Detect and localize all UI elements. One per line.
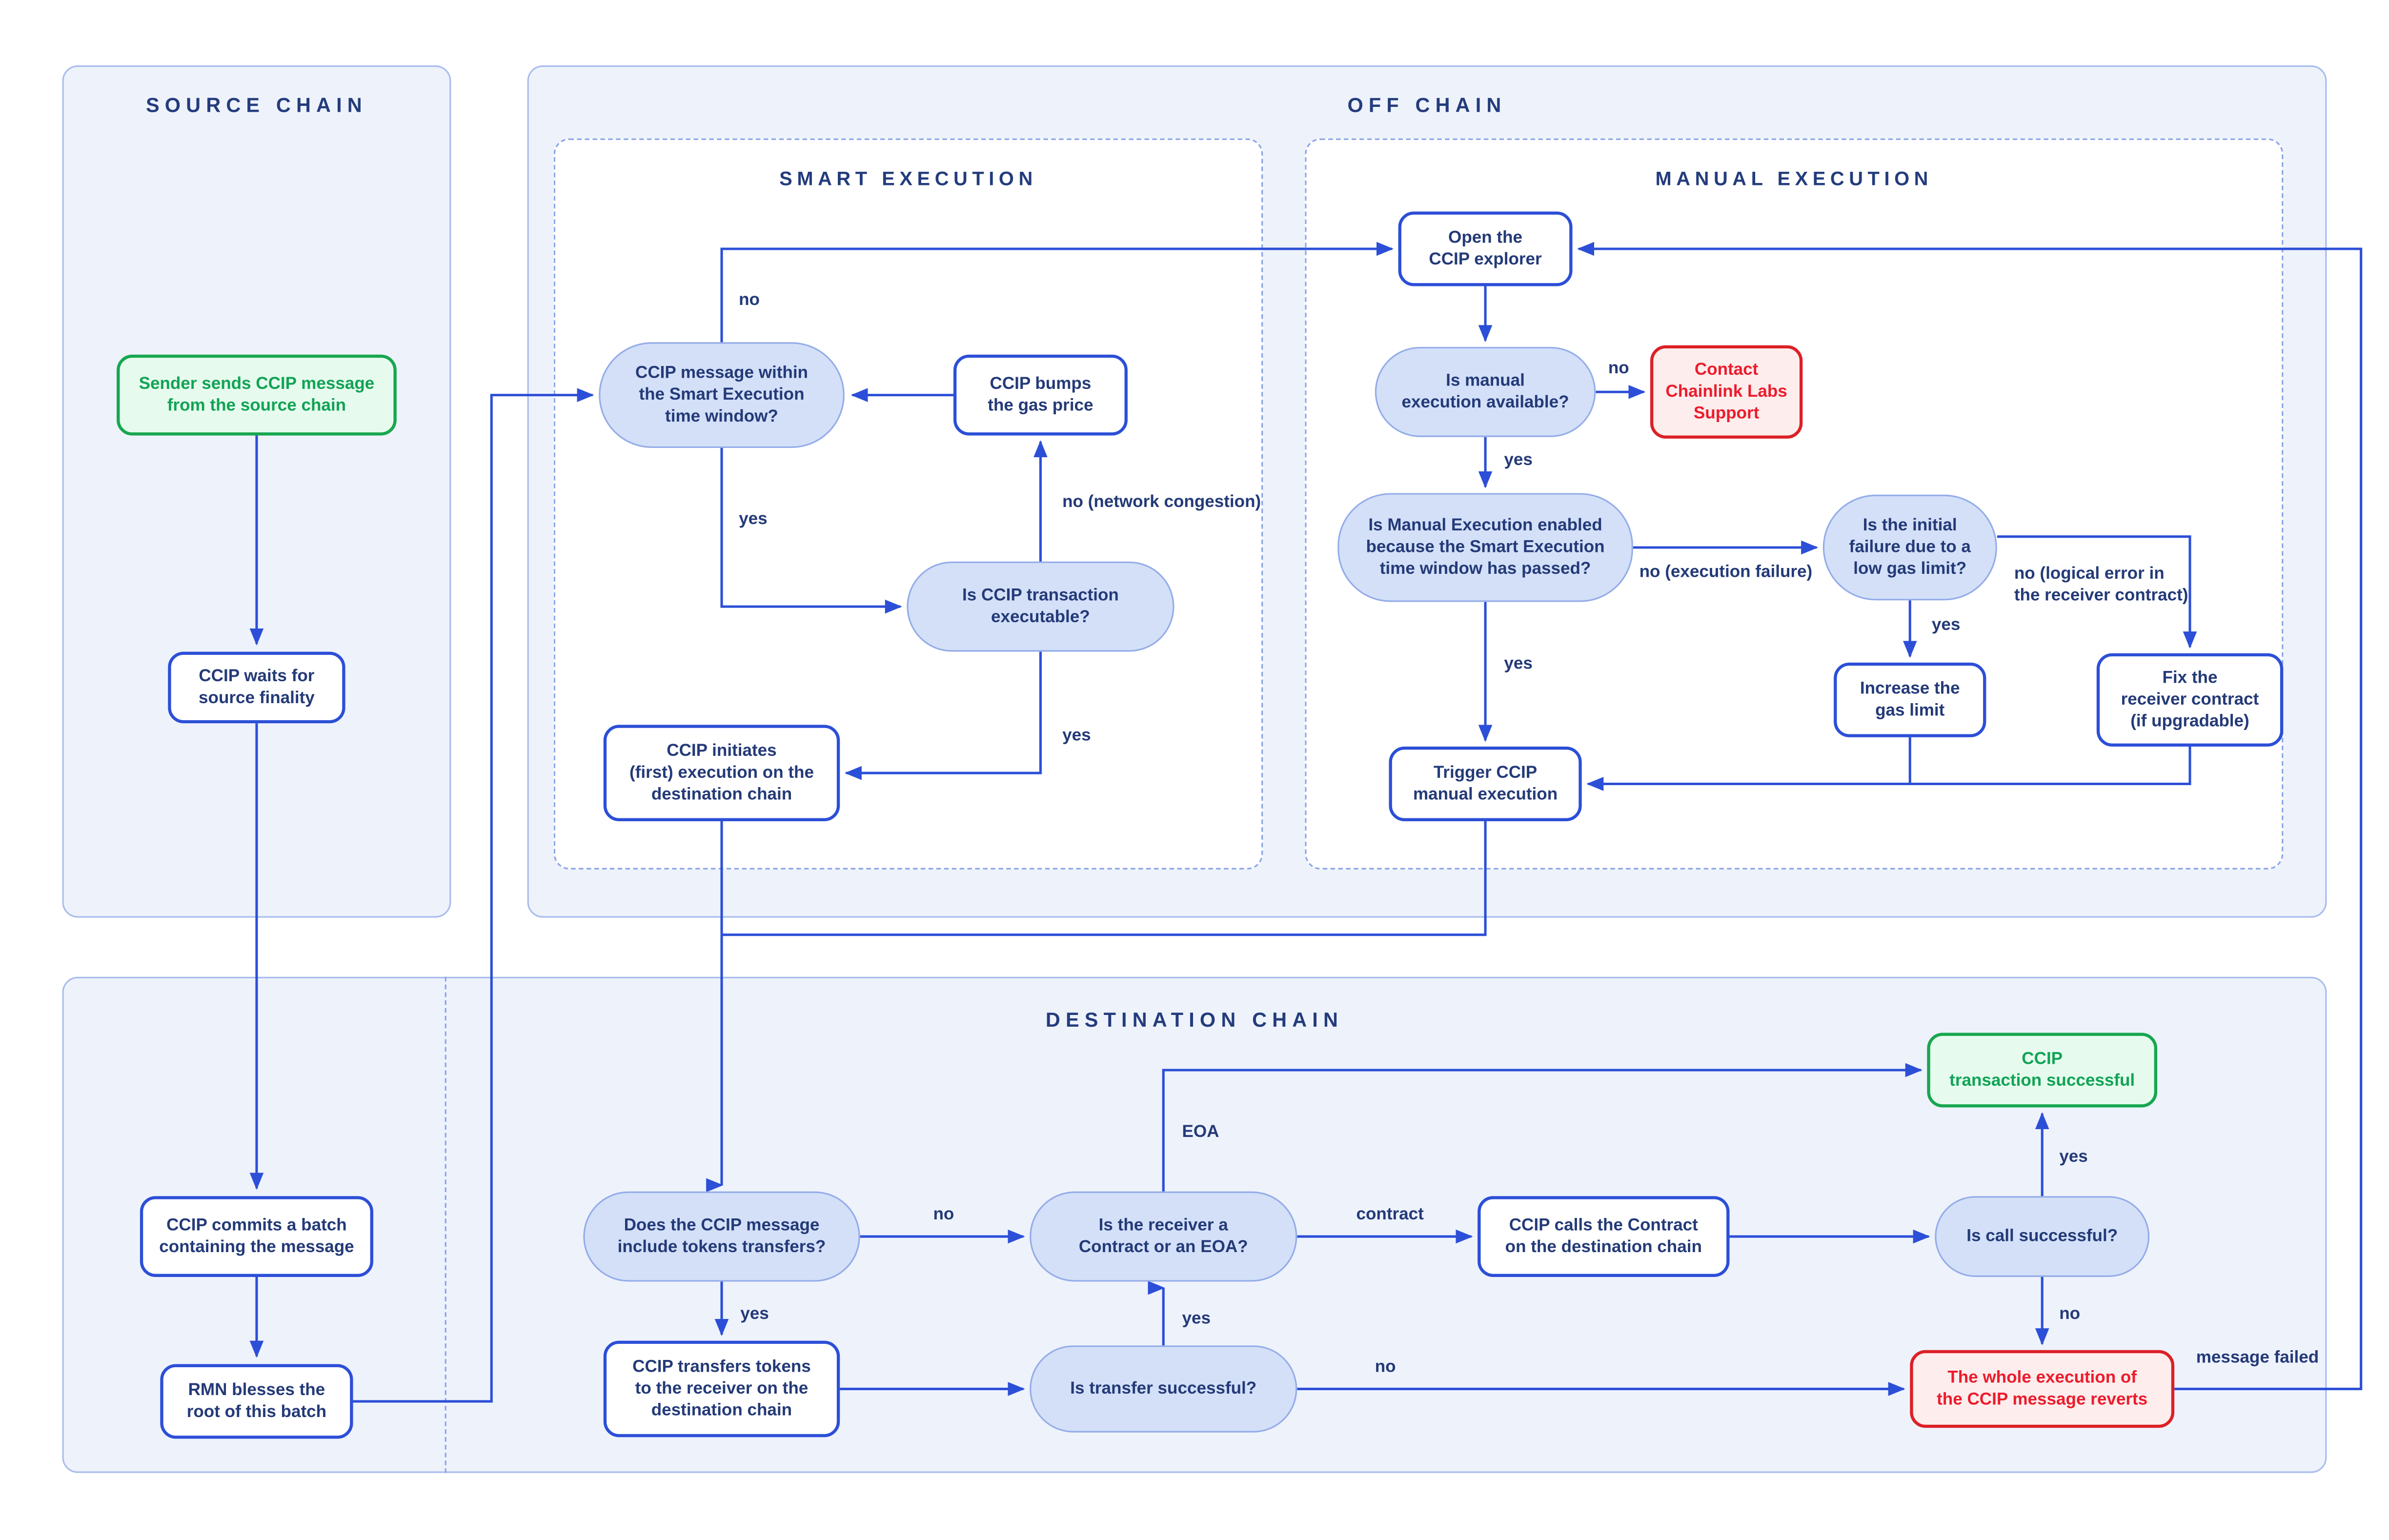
node-calls-contract-destination: CCIP calls the Contract on the destinati… — [1478, 1196, 1730, 1277]
edge-reverts-to-open-explorer — [1577, 242, 2363, 1390]
title-destination-chain: DESTINATION CHAIN — [1045, 1008, 1344, 1032]
label-transfer-no: no — [1375, 1358, 1396, 1377]
label-message-failed: message failed — [2196, 1348, 2319, 1367]
label-within-yes: yes — [739, 510, 768, 529]
label-receiver-eoa: EOA — [1182, 1123, 1219, 1142]
node-transfers-tokens: CCIP transfers tokens to the receiver on… — [603, 1340, 840, 1438]
node-manual-execution-enabled: Is Manual Execution enabled because the … — [1337, 493, 1633, 602]
label-call-no: no — [2059, 1305, 2081, 1324]
label-transfer-yes: yes — [1182, 1309, 1211, 1329]
node-within-time-window: CCIP message within the Smart Execution … — [599, 342, 845, 448]
node-transaction-successful: CCIP transaction successful — [1927, 1033, 2158, 1108]
node-receiver-contract-or-eoa: Is the receiver a Contract or an EOA? — [1030, 1191, 1297, 1282]
node-is-call-successful: Is call successful? — [1935, 1196, 2150, 1277]
label-logical-error: no (logical error in the receiver contra… — [2014, 565, 2188, 606]
node-bumps-gas-price: CCIP bumps the gas price — [953, 354, 1128, 436]
label-failure-yes: yes — [1931, 616, 1961, 635]
label-network-congestion: no (network congestion) — [1062, 493, 1261, 512]
node-sender-sends-message: Sender sends CCIP message from the sourc… — [117, 354, 397, 436]
node-rmn-blesses-root: RMN blesses the root of this batch — [160, 1364, 353, 1439]
node-increase-gas-limit: Increase the gas limit — [1834, 662, 1986, 737]
node-transaction-executable: Is CCIP transaction executable? — [907, 561, 1174, 652]
node-contact-chainlink-support: Contact Chainlink Labs Support — [1650, 345, 1803, 439]
label-enabled-yes: yes — [1504, 654, 1533, 674]
destination-lane-divider — [445, 976, 446, 1473]
label-execution-failure: no (execution failure) — [1639, 563, 1813, 582]
node-ccip-waits-finality: CCIP waits for source finality — [168, 651, 345, 724]
title-source-chain: SOURCE CHAIN — [145, 93, 367, 117]
node-initial-failure-gas-limit: Is the initial failure due to a low gas … — [1822, 494, 1997, 601]
node-ccip-commits-batch: CCIP commits a batch containing the mess… — [140, 1196, 373, 1277]
node-is-transfer-successful: Is transfer successful? — [1030, 1345, 1297, 1433]
label-tokens-yes: yes — [740, 1305, 769, 1324]
edge-executable-yes-to-initiates — [844, 651, 1042, 780]
title-smart-execution: SMART EXECUTION — [779, 168, 1037, 190]
node-manual-execution-available: Is manual execution available? — [1375, 346, 1596, 437]
label-executable-yes: yes — [1062, 726, 1091, 745]
node-initiates-execution: CCIP initiates (first) execution on the … — [603, 725, 840, 821]
edge-receiver-eoa-to-success — [1162, 1063, 1923, 1192]
title-manual-execution: MANUAL EXECUTION — [1655, 168, 1933, 190]
label-receiver-contract: contract — [1356, 1205, 1424, 1224]
node-include-token-transfers: Does the CCIP message include tokens tra… — [583, 1191, 860, 1282]
label-available-no: no — [1608, 359, 1629, 378]
edge-trigger-to-destination-join — [722, 821, 1487, 936]
node-execution-reverts: The whole execution of the CCIP message … — [1910, 1350, 2175, 1428]
node-open-ccip-explorer: Open the CCIP explorer — [1398, 211, 1573, 286]
title-off-chain: OFF CHAIN — [1347, 93, 1507, 117]
node-fix-receiver-contract: Fix the receiver contract (if upgradable… — [2096, 653, 2284, 747]
label-within-no: no — [739, 291, 760, 310]
label-tokens-no: no — [933, 1205, 954, 1224]
edge-rmn-to-within-window — [353, 388, 594, 1403]
edge-within-yes-to-executable — [720, 448, 902, 614]
edge-failure-no-to-fix — [1997, 535, 2197, 649]
edge-fix-to-trigger — [1586, 747, 2191, 791]
node-trigger-manual-execution: Trigger CCIP manual execution — [1389, 747, 1582, 821]
label-available-yes: yes — [1504, 451, 1533, 470]
edge-within-no-to-open-explorer — [720, 242, 1394, 343]
label-call-yes: yes — [2059, 1148, 2088, 1167]
